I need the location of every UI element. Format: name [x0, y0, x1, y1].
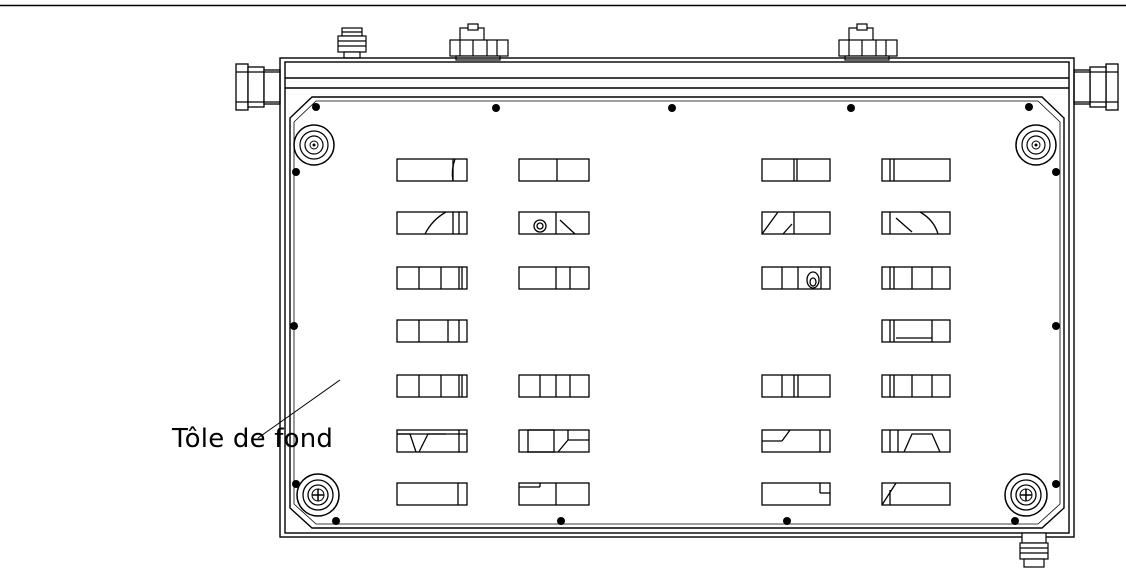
- slot-column-3: [761, 158, 831, 506]
- rubber-foot-icon: [1015, 124, 1057, 166]
- cable-gland-bottom-icon: [1019, 532, 1049, 568]
- gland-connector-right-icon: [838, 23, 898, 61]
- callout-leader-line: [257, 379, 341, 439]
- bottom-plate: [289, 96, 1065, 529]
- m12-connector-icon: [337, 27, 367, 59]
- slot-column-4: [881, 158, 951, 506]
- housing-outline: [279, 57, 1075, 538]
- rubber-foot-icon: [296, 473, 340, 517]
- slot-column-2: [518, 158, 590, 506]
- handle-left-icon: [235, 63, 281, 111]
- slot-column-1: [396, 158, 468, 506]
- gland-connector-left-icon: [449, 23, 509, 61]
- rubber-foot-icon: [1004, 473, 1048, 517]
- handle-right-icon: [1073, 63, 1119, 111]
- bottom-plate-label: Tôle de fond: [172, 424, 334, 454]
- rubber-foot-icon: [293, 124, 335, 166]
- screw-icon-group: [290, 103, 1060, 525]
